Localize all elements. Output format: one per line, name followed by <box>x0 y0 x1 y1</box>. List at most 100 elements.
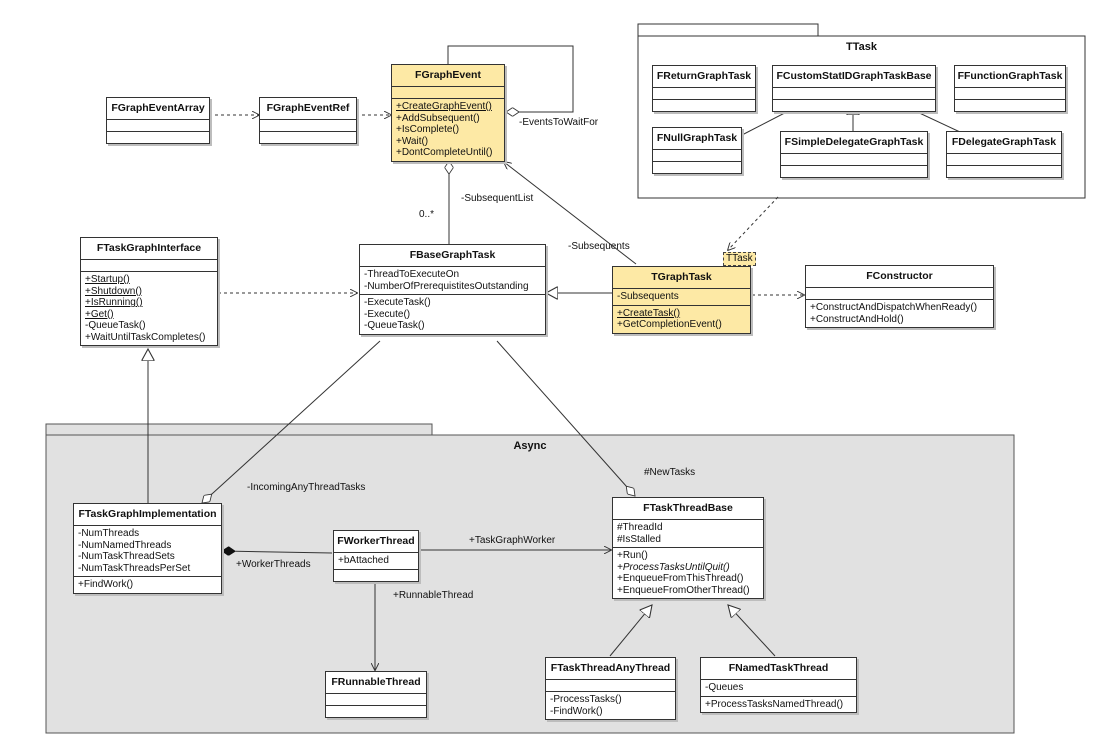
attributes-section: +bAttached <box>334 552 418 569</box>
operation: +CreateTask() <box>617 307 681 319</box>
attribute: -NumTaskThreadsPerSet <box>78 562 191 574</box>
attribute: -Queues <box>705 682 744 693</box>
operation: -Execute() <box>364 308 411 320</box>
operation: +ProcessTasksNamedThread() <box>705 698 844 710</box>
operations-section: +CreateGraphEvent() +AddSubsequent() +Is… <box>392 98 504 161</box>
class-fcustom-statid-graph-task-base[interactable]: FCustomStatIDGraphTaskBase <box>772 65 936 112</box>
attributes-section <box>773 87 935 99</box>
class-name: FDelegateGraphTask <box>951 136 1057 148</box>
class-fworker-thread[interactable]: FWorkerThread +bAttached <box>333 530 419 582</box>
attributes-section <box>781 153 927 165</box>
class-name: FTaskThreadAnyThread <box>550 662 671 674</box>
operations-section <box>107 131 209 143</box>
operations-section <box>955 99 1065 111</box>
class-fnamed-task-thread[interactable]: FNamedTaskThread -Queues +ProcessTasksNa… <box>700 657 857 713</box>
operations-section: +CreateTask() +GetCompletionEvent() <box>613 304 750 333</box>
attribute: -Subsequents <box>617 291 679 302</box>
label-events-to-wait-for: -EventsToWaitFor <box>519 117 599 128</box>
operation: +Run() <box>617 550 648 561</box>
attributes-section <box>81 259 217 271</box>
attribute: #IsStalled <box>617 533 661 545</box>
class-name: FTaskThreadBase <box>643 502 733 514</box>
class-name: FTaskGraphImplementation <box>78 508 217 520</box>
attribute: -NumberOfPrerequistitesOutstanding <box>364 280 529 292</box>
attributes-section <box>546 679 675 691</box>
operations-section: -ProcessTasks() -FindWork() <box>546 691 675 719</box>
operation: +FindWork() <box>78 579 134 590</box>
operation: +Shutdown() <box>85 285 142 297</box>
class-ftask-graph-interface[interactable]: FTaskGraphInterface +Startup() +Shutdown… <box>80 237 218 346</box>
class-fgraph-event-ref[interactable]: FGraphEventRef <box>259 97 357 144</box>
class-frunnable-thread[interactable]: FRunnableThread <box>325 671 427 718</box>
operation: +ConstructAndHold() <box>810 313 904 325</box>
operation: +AddSubsequent() <box>396 112 480 124</box>
operations-section <box>773 99 935 111</box>
attributes-section <box>392 86 504 98</box>
operations-section: +FindWork() <box>74 576 221 593</box>
operations-section <box>947 165 1061 177</box>
generalization-namedthread <box>728 605 776 657</box>
aggregation-new-tasks <box>496 340 635 496</box>
operation: -ExecuteTask() <box>364 297 431 308</box>
class-name: FRunnableThread <box>331 676 421 688</box>
operations-section <box>781 165 927 177</box>
operation: +GetCompletionEvent() <box>617 319 722 330</box>
class-name: TGraphTask <box>651 271 712 283</box>
class-ftask-thread-base[interactable]: FTaskThreadBase #ThreadId #IsStalled +Ru… <box>612 497 764 599</box>
operations-section: +Run() +ProcessTasksUntilQuit() +Enqueue… <box>613 547 763 598</box>
operation: +Startup() <box>85 274 130 285</box>
attributes-section <box>947 153 1061 165</box>
label-worker-threads: +WorkerThreads <box>236 559 311 570</box>
attribute: -ThreadToExecuteOn <box>364 269 460 280</box>
class-fnull-graph-task[interactable]: FNullGraphTask <box>652 127 742 174</box>
class-fdelegate-graph-task[interactable]: FDelegateGraphTask <box>946 131 1062 178</box>
operations-section <box>326 705 426 717</box>
class-fsimple-delegate-graph-task[interactable]: FSimpleDelegateGraphTask <box>780 131 928 178</box>
operation: -ProcessTasks() <box>550 694 622 705</box>
class-name: FGraphEventArray <box>111 102 205 114</box>
operations-section <box>260 131 356 143</box>
operation: +ConstructAndDispatchWhenReady() <box>810 302 978 313</box>
class-ftask-thread-any-thread[interactable]: FTaskThreadAnyThread -ProcessTasks() -Fi… <box>545 657 676 720</box>
operations-section: +Startup() +Shutdown() +IsRunning() +Get… <box>81 271 217 345</box>
operation: +ProcessTasksUntilQuit() <box>617 561 730 573</box>
label-subsequents: -Subsequents <box>568 241 630 252</box>
class-fgraph-event-array[interactable]: FGraphEventArray <box>106 97 210 144</box>
attributes-section <box>260 119 356 131</box>
operation: +WaitUntilTaskCompletes() <box>85 331 206 343</box>
class-tgraph-task[interactable]: TGraphTask -Subsequents +CreateTask() +G… <box>612 266 751 334</box>
generalization-anythread <box>609 605 652 657</box>
attribute: -NumNamedThreads <box>78 539 172 551</box>
attributes-section <box>955 87 1065 99</box>
class-fgraph-event[interactable]: FGraphEvent +CreateGraphEvent() +AddSubs… <box>391 64 505 162</box>
operation: +DontCompleteUntil() <box>396 147 493 158</box>
class-name: FBaseGraphTask <box>409 249 496 261</box>
operation: +Wait() <box>396 135 429 147</box>
operation: +Get() <box>85 308 114 320</box>
attributes-section <box>653 149 741 161</box>
aggregation-incoming-any-thread-tasks <box>202 340 381 503</box>
class-name: FNullGraphTask <box>656 132 738 144</box>
association-subsequents <box>504 162 637 265</box>
label-subsequent-list: -SubsequentList <box>461 193 534 204</box>
label-new-tasks: #NewTasks <box>644 467 696 478</box>
class-fconstructor[interactable]: FConstructor +ConstructAndDispatchWhenRe… <box>805 265 994 328</box>
operations-section <box>653 99 755 111</box>
class-name: FReturnGraphTask <box>656 70 752 82</box>
dependency-ttask-param <box>728 196 779 250</box>
composition-worker-threads <box>222 551 333 553</box>
class-name: FTaskGraphInterface <box>96 242 202 254</box>
operation: -FindWork() <box>550 705 603 717</box>
attribute: -NumThreads <box>78 528 140 539</box>
attributes-section <box>653 87 755 99</box>
class-ffunction-graph-task[interactable]: FFunctionGraphTask <box>954 65 1066 112</box>
class-freturn-graph-task[interactable]: FReturnGraphTask <box>652 65 756 112</box>
label-multiplicity: 0..* <box>419 209 435 220</box>
operation: +EnqueueFromThisThread() <box>617 573 744 584</box>
operation: +IsComplete() <box>396 124 460 135</box>
class-fbase-graph-task[interactable]: FBaseGraphTask -ThreadToExecuteOn -Numbe… <box>359 244 546 335</box>
class-name: FWorkerThread <box>337 535 415 547</box>
attributes-section <box>326 693 426 705</box>
association-events-to-wait-for <box>447 45 574 112</box>
class-ftask-graph-implementation[interactable]: FTaskGraphImplementation -NumThreads -Nu… <box>73 503 222 594</box>
